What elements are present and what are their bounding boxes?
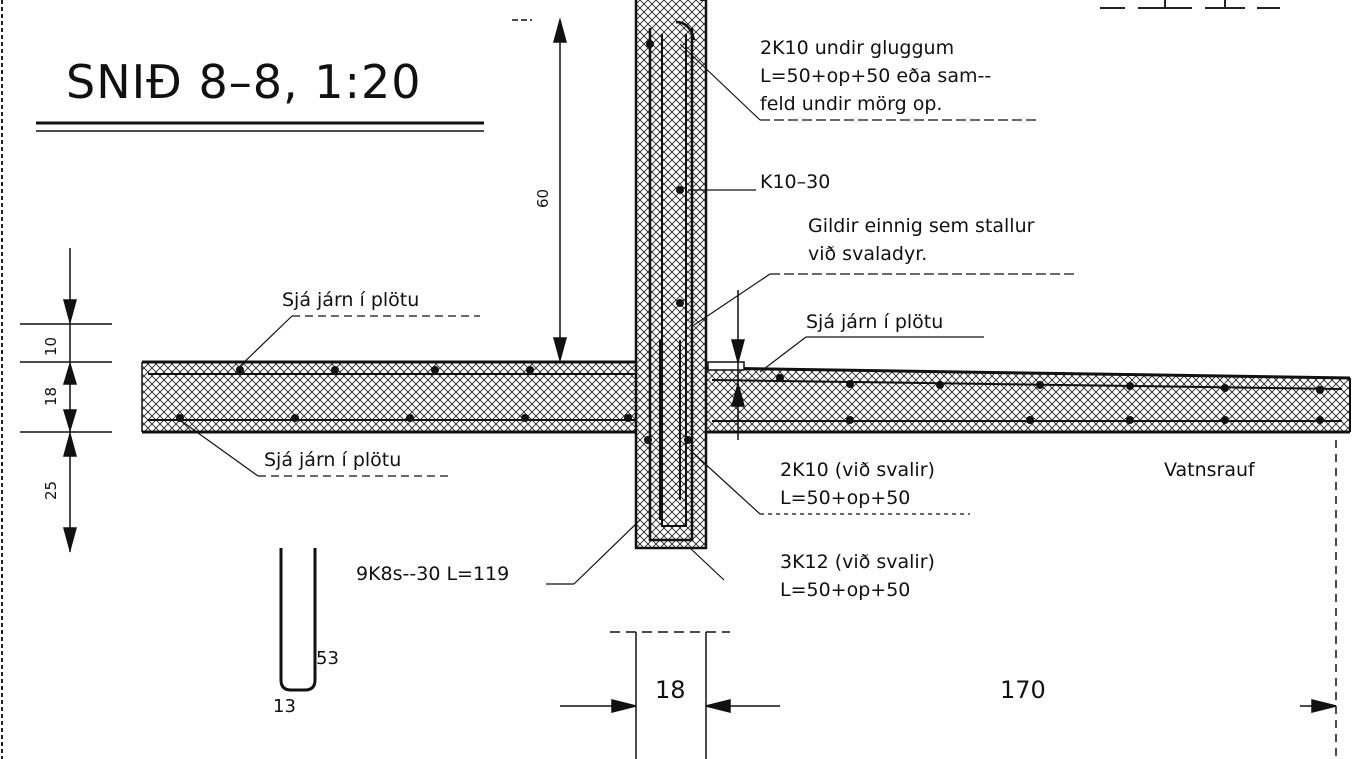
label-window-bars-3: feld undir mörg op.: [760, 93, 942, 115]
dim-balcony-length: 170: [1000, 676, 1046, 704]
label-slab-left-top: Sjá járn í plötu: [282, 289, 419, 311]
dim-slab-top: 10: [42, 337, 60, 356]
label-balcony-bars-b1: 3K12 (við svalir): [780, 551, 935, 573]
rebar-dots: [176, 40, 1324, 444]
label-slab-left-bottom: Sjá járn í plötu: [264, 449, 401, 471]
stirrup-width-label: 13: [273, 696, 296, 717]
stirrup-shape: [279, 548, 317, 692]
label-balcony-bars-a2: L=50+op+50: [780, 487, 910, 509]
label-window-bars-1: 2K10 undir gluggum: [760, 37, 954, 59]
label-drip-groove: Vatnsrauf: [1164, 459, 1256, 481]
label-window-bars-2: L=50+op+50 eða sam--: [760, 65, 991, 87]
dim-slab-thickness: 18: [42, 387, 60, 406]
drawing-title: SNIÐ 8–8, 1:20: [66, 55, 422, 109]
label-also-valid-1: Gildir einnig sem stallur: [808, 215, 1035, 237]
step-dimension: [731, 290, 745, 440]
leader-lines: [179, 43, 1076, 585]
label-slab-right-top: Sjá járn í plötu: [806, 311, 943, 333]
label-balcony-bars-a1: 2K10 (við svalir): [780, 459, 935, 481]
left-dimension-chain: [20, 248, 112, 553]
bottom-dimension: [560, 440, 1337, 759]
top-right-marks: [1100, 0, 1280, 9]
dim-upstand: 60: [534, 189, 552, 208]
concrete-wall: [634, 0, 708, 550]
dim-wall-thickness: 18: [655, 676, 686, 704]
label-balcony-bars-b2: L=50+op+50: [780, 579, 910, 601]
dim-below-slab: 25: [42, 481, 60, 500]
label-also-valid-2: við svaladyr.: [808, 243, 927, 265]
wall-reinforcement: [648, 20, 696, 542]
upstand-dimension: [512, 17, 567, 363]
stirrup-height-label: 53: [316, 648, 339, 669]
label-wall-bars: K10–30: [760, 171, 830, 193]
left-slab: [141, 360, 636, 434]
label-stirrups: 9K8s--30 L=119: [356, 563, 509, 585]
